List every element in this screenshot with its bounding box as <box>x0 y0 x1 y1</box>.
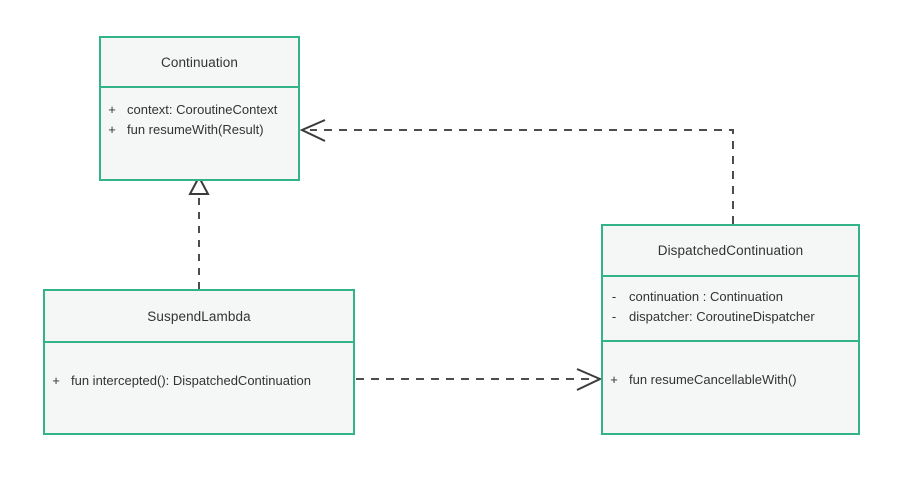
class-box-dispatchedcontinuation[interactable]: DispatchedContinuation - continuation : … <box>601 224 860 435</box>
class-member-row: - continuation : Continuation <box>603 287 858 307</box>
visibility-marker: + <box>52 373 60 388</box>
class-members-compartment: + context: CoroutineContext + fun resume… <box>101 88 298 179</box>
member-label: fun intercepted(): DispatchedContinuatio… <box>71 373 311 388</box>
class-name-label: DispatchedContinuation <box>657 243 804 258</box>
member-label: context: CoroutineContext <box>127 102 278 117</box>
class-title-compartment: DispatchedContinuation <box>603 226 858 277</box>
class-box-continuation[interactable]: Continuation + context: CoroutineContext… <box>99 36 300 181</box>
member-label: fun resumeWith(Result) <box>127 122 264 137</box>
visibility-marker: + <box>108 122 116 137</box>
member-label: fun resumeCancellableWith() <box>629 372 797 387</box>
class-member-row: + context: CoroutineContext <box>101 100 298 120</box>
visibility-marker: + <box>108 102 116 117</box>
open-arrowhead-icon <box>576 368 603 391</box>
class-operations-compartment: + fun resumeCancellableWith() <box>603 340 858 433</box>
dependency-line <box>310 129 734 224</box>
edge-dependency-suspendlambda-dispatchedcontinuation <box>356 368 603 391</box>
class-member-row: + fun intercepted(): DispatchedContinuat… <box>45 371 353 391</box>
class-name-label: SuspendLambda <box>147 308 251 324</box>
class-members-compartment: + fun intercepted(): DispatchedContinuat… <box>45 343 353 433</box>
member-label: dispatcher: CoroutineDispatcher <box>629 309 815 324</box>
class-member-row: - dispatcher: CoroutineDispatcher <box>603 307 858 327</box>
edge-realization-suspendlambda-continuation <box>188 174 210 289</box>
member-label: continuation : Continuation <box>629 289 783 304</box>
visibility-marker: + <box>610 372 618 387</box>
class-member-row: + fun resumeWith(Result) <box>101 120 298 140</box>
class-title-compartment: SuspendLambda <box>45 291 353 343</box>
class-attributes-compartment: - continuation : Continuation - dispatch… <box>603 277 858 340</box>
class-title-compartment: Continuation <box>101 38 298 88</box>
class-box-suspendlambda[interactable]: SuspendLambda + fun intercepted(): Dispa… <box>43 289 355 435</box>
edge-dependency-dispatchedcontinuation-continuation <box>299 119 734 224</box>
open-arrowhead-icon <box>299 119 326 142</box>
visibility-marker: - <box>611 289 617 304</box>
class-member-row: + fun resumeCancellableWith() <box>603 370 858 390</box>
visibility-marker: - <box>611 309 617 324</box>
class-name-label: Continuation <box>160 54 238 70</box>
